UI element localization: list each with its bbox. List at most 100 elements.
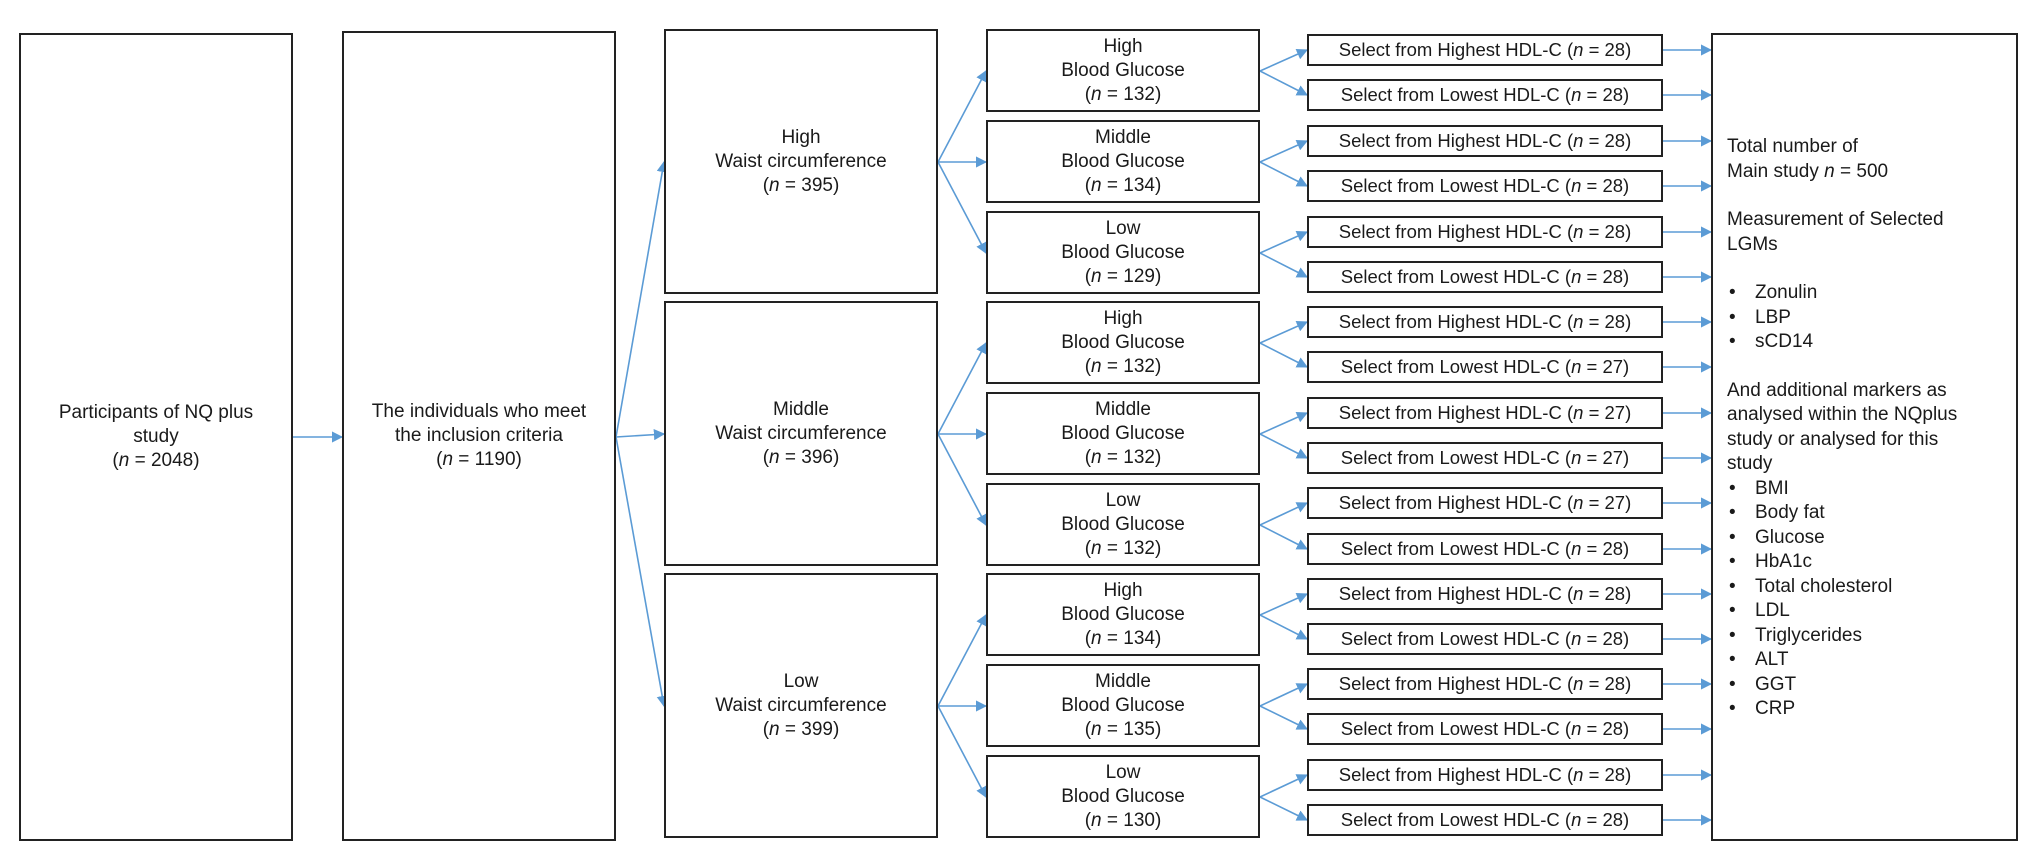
- arrow-waist-to-glucose: [937, 161, 987, 254]
- additional-marker: Total cholesterol: [1727, 575, 1892, 600]
- additional-marker-list: BMI Body fat Glucose HbA1c Total cholest…: [1727, 477, 1892, 722]
- waist-low-box: Low Waist circumference (n = 399): [664, 573, 938, 838]
- additional-marker: HbA1c: [1727, 550, 1892, 575]
- participants-box: Participants of NQ plus study (n = 2048): [19, 33, 293, 841]
- glucose-label: Blood Glucose: [1061, 785, 1185, 807]
- glucose-level: Low: [1105, 217, 1141, 239]
- additional-marker: LDL: [1727, 599, 1892, 624]
- arrow-glucose-to-select-highest: [1259, 230, 1309, 254]
- select-lowest-box: Select from Lowest HDL-C (n = 27): [1307, 351, 1663, 383]
- select-highest-box: Select from Highest HDL-C (n = 28): [1307, 34, 1663, 66]
- lgm-marker-list: Zonulin LBP sCD14: [1727, 281, 1817, 355]
- waist-count: (n = 395): [762, 174, 840, 196]
- glucose-count: (n = 134): [1084, 174, 1162, 196]
- glucose-count: (n = 132): [1084, 355, 1162, 377]
- arrow-waist-to-glucose: [937, 614, 987, 707]
- glucose-level: High: [1103, 579, 1143, 601]
- waist-label: Waist circumference: [715, 150, 887, 172]
- participants-count: (n = 2048): [112, 450, 200, 471]
- glucose-box: Middle Blood Glucose (n = 132): [986, 392, 1260, 475]
- arrow-glucose-to-select-lowest: [1259, 705, 1309, 730]
- inclusion-line2: the inclusion criteria: [395, 425, 563, 446]
- select-highest-box: Select from Highest HDL-C (n = 28): [1307, 306, 1663, 338]
- select-lowest-box: Select from Lowest HDL-C (n = 28): [1307, 623, 1663, 655]
- additional-marker: CRP: [1727, 697, 1892, 722]
- glucose-label: Blood Glucose: [1061, 241, 1185, 263]
- select-highest-box: Select from Highest HDL-C (n = 28): [1307, 216, 1663, 248]
- select-lowest-box: Select from Lowest HDL-C (n = 28): [1307, 79, 1663, 111]
- arrow-waist-to-glucose: [937, 705, 987, 798]
- waist-high-box: High Waist circumference (n = 395): [664, 29, 938, 294]
- arrow-inclusion-to-waist: [615, 429, 666, 441]
- arrow-glucose-to-select-lowest: [1259, 70, 1308, 96]
- waist-label: Waist circumference: [715, 694, 887, 716]
- glucose-label: Blood Glucose: [1061, 694, 1185, 716]
- arrow-waist-to-glucose: [937, 433, 987, 526]
- glucose-box: Middle Blood Glucose (n = 135): [986, 664, 1260, 747]
- additional-line4: study: [1727, 453, 1773, 474]
- glucose-level: High: [1103, 35, 1143, 57]
- lgm-marker: LBP: [1727, 306, 1817, 331]
- select-highest-box: Select from Highest HDL-C (n = 27): [1307, 397, 1663, 429]
- glucose-count: (n = 130): [1084, 809, 1162, 831]
- select-lowest-box: Select from Lowest HDL-C (n = 28): [1307, 804, 1663, 836]
- inclusion-criteria-box: The individuals who meet the inclusion c…: [342, 31, 616, 841]
- total-line1: Total number of: [1727, 136, 1858, 157]
- glucose-label: Blood Glucose: [1061, 59, 1185, 81]
- waist-level: Low: [783, 670, 819, 692]
- additional-marker: Triglycerides: [1727, 624, 1892, 649]
- arrow-glucose-to-select-highest: [1259, 774, 1309, 798]
- glucose-box: High Blood Glucose (n = 132): [986, 29, 1260, 112]
- arrow-glucose-to-select-highest: [1259, 683, 1309, 707]
- arrow-glucose-to-select-lowest: [1259, 614, 1308, 640]
- additional-marker: BMI: [1727, 477, 1892, 502]
- arrow-glucose-to-select-lowest: [1259, 433, 1308, 459]
- waist-level: High: [781, 126, 821, 148]
- waist-middle-box: Middle Waist circumference (n = 396): [664, 301, 938, 566]
- arrow-glucose-to-select-highest: [1259, 48, 1309, 72]
- glucose-count: (n = 134): [1084, 627, 1162, 649]
- participants-line2: study: [133, 426, 179, 447]
- arrow-glucose-to-select-highest: [1259, 411, 1309, 435]
- glucose-label: Blood Glucose: [1061, 513, 1185, 535]
- lgm-marker: Zonulin: [1727, 281, 1817, 306]
- glucose-level: Low: [1105, 489, 1141, 511]
- glucose-count: (n = 132): [1084, 446, 1162, 468]
- glucose-level: Low: [1105, 761, 1141, 783]
- lgm-marker: sCD14: [1727, 330, 1817, 355]
- glucose-label: Blood Glucose: [1061, 422, 1185, 444]
- measurement-line2: LGMs: [1727, 233, 1778, 255]
- participants-line1: Participants of NQ plus: [58, 402, 254, 423]
- select-highest-box: Select from Highest HDL-C (n = 28): [1307, 759, 1663, 791]
- glucose-box: High Blood Glucose (n = 132): [986, 301, 1260, 384]
- measurement-line1: Measurement of Selected: [1727, 209, 1944, 230]
- summary-box: Total number of Main study n = 500 Measu…: [1711, 33, 2018, 841]
- glucose-label: Blood Glucose: [1061, 150, 1185, 172]
- additional-marker: Body fat: [1727, 501, 1892, 526]
- waist-level: Middle: [773, 398, 829, 420]
- glucose-label: Blood Glucose: [1061, 331, 1185, 353]
- additional-marker: ALT: [1727, 648, 1892, 673]
- select-lowest-box: Select from Lowest HDL-C (n = 28): [1307, 713, 1663, 745]
- glucose-level: Middle: [1095, 398, 1151, 420]
- glucose-box: Low Blood Glucose (n = 129): [986, 211, 1260, 294]
- arrow-glucose-to-select-lowest: [1259, 796, 1309, 821]
- arrow-glucose-to-select-lowest: [1259, 161, 1308, 187]
- additional-line3: study or analysed for this: [1727, 428, 1939, 450]
- select-lowest-box: Select from Lowest HDL-C (n = 28): [1307, 533, 1663, 565]
- select-highest-box: Select from Highest HDL-C (n = 28): [1307, 578, 1663, 610]
- arrow-waist-to-glucose: [937, 70, 987, 163]
- additional-marker: GGT: [1727, 673, 1892, 698]
- arrow-glucose-to-select-lowest: [1259, 342, 1308, 368]
- inclusion-count: (n = 1190): [436, 449, 522, 470]
- glucose-box: Middle Blood Glucose (n = 134): [986, 120, 1260, 203]
- arrow-glucose-to-select-highest: [1259, 139, 1309, 163]
- total-line2: Main study n = 500: [1727, 160, 1889, 182]
- arrow-glucose-to-select-highest: [1259, 592, 1309, 616]
- select-highest-box: Select from Highest HDL-C (n = 28): [1307, 125, 1663, 157]
- glucose-count: (n = 135): [1084, 718, 1162, 740]
- arrow-inclusion-to-waist: [615, 160, 668, 438]
- glucose-count: (n = 132): [1084, 537, 1162, 559]
- arrow-inclusion-to-waist: [615, 436, 668, 708]
